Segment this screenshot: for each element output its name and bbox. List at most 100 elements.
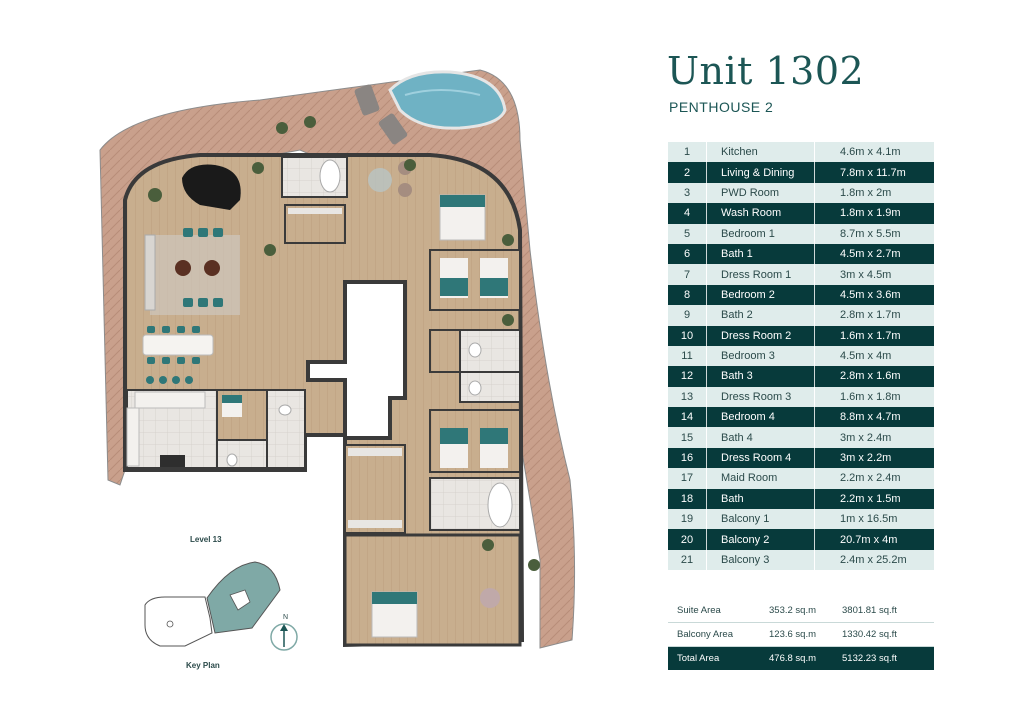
room-name: Dress Room 1: [721, 268, 792, 281]
room-number: 11: [681, 350, 693, 363]
column-divider: [814, 447, 815, 469]
room-dimensions: 3m x 4.5m: [840, 268, 892, 281]
column-divider: [706, 529, 707, 550]
column-divider: [814, 264, 815, 285]
column-divider: [814, 488, 815, 510]
living-area: [144, 228, 240, 315]
room-dimensions: 2.2m x 1.5m: [840, 492, 901, 505]
room-number: 16: [680, 452, 694, 465]
column-divider: [814, 509, 815, 530]
room-dimensions: 1.6m x 1.8m: [840, 390, 901, 403]
room-name: Bedroom 2: [721, 288, 775, 301]
room-dimensions: 4.5m x 3.6m: [840, 288, 901, 301]
column-divider: [706, 182, 707, 204]
level-label: Level 13: [190, 535, 222, 544]
column-divider: [706, 366, 707, 387]
column-divider: [706, 427, 707, 448]
bedroom-3: [429, 409, 521, 473]
column-divider: [706, 243, 707, 265]
room-number: 10: [680, 329, 694, 342]
column-divider: [814, 345, 815, 367]
pool: [388, 70, 507, 130]
room-name: Maid Room: [721, 472, 778, 485]
table-row: 12 Bath 3 2.8m x 1.6m: [668, 366, 934, 387]
bath-3: [459, 371, 521, 403]
column-divider: [706, 305, 707, 326]
room-name: PWD Room: [721, 186, 780, 199]
room-name: Bedroom 3: [721, 350, 775, 363]
table-row: 8 Bedroom 2 4.5m x 3.6m: [668, 284, 934, 306]
room-name: Bedroom 4: [721, 411, 775, 424]
kitchen: [126, 389, 218, 469]
bedroom-4: [343, 533, 522, 647]
room-name: Bath 2: [721, 309, 753, 322]
column-divider: [706, 162, 707, 183]
room-dimensions: 4.5m x 4m: [840, 350, 892, 363]
dress-room-4: [284, 204, 346, 244]
key-plan-label: Key Plan: [186, 661, 220, 670]
room-dimensions: 8.7m x 5.5m: [840, 227, 901, 240]
room-number: 12: [680, 370, 694, 383]
bath-1: [429, 477, 521, 531]
room-number: 7: [683, 268, 691, 281]
room-number: 18: [680, 492, 694, 505]
room-name: Balcony 2: [721, 533, 770, 546]
room-name: Bath 4: [721, 431, 753, 444]
room-dimensions: 1m x 16.5m: [840, 513, 898, 526]
north-label: N: [283, 614, 289, 621]
column-divider: [814, 407, 815, 428]
column-divider: [814, 549, 815, 571]
room-number: 5: [683, 227, 691, 240]
room-number: 8: [683, 288, 691, 301]
area-sqm: 123.6 sq.m: [769, 629, 816, 640]
room-name: Bath: [721, 492, 744, 505]
column-divider: [706, 407, 707, 428]
unit-subtitle: PENTHOUSE 2: [669, 99, 774, 115]
dress-room-2: [429, 329, 461, 373]
dress-room-1: [344, 444, 406, 534]
area-sqft: 5132.23 sq.ft: [842, 653, 897, 664]
room-number: 19: [680, 513, 694, 526]
room-dimensions: 2.8m x 1.7m: [840, 309, 901, 322]
room-name: Balcony 1: [721, 513, 770, 526]
room-name: Kitchen: [721, 146, 758, 159]
room-name: Wash Room: [721, 207, 782, 220]
grand-piano: [182, 164, 241, 210]
area-sqft: 3801.81 sq.ft: [842, 605, 897, 616]
room-number: 9: [683, 309, 691, 322]
room-name: Living & Dining: [721, 166, 795, 179]
column-divider: [814, 427, 815, 448]
room-dimensions: 2.8m x 1.6m: [840, 370, 901, 383]
table-row: 18 Bath 2.2m x 1.5m: [668, 488, 934, 510]
column-divider: [706, 142, 707, 163]
column-divider: [814, 162, 815, 183]
room-name: Bath 3: [721, 370, 753, 383]
column-divider: [814, 529, 815, 550]
room-dimensions: 3m x 2.4m: [840, 431, 892, 444]
table-row: 7 Dress Room 1 3m x 4.5m: [668, 264, 934, 285]
column-divider: [706, 549, 707, 571]
room-dimensions: 2.4m x 25.2m: [840, 554, 907, 566]
unit-title: Unit 1302: [667, 49, 865, 93]
column-divider: [706, 386, 707, 408]
bedroom-1: [439, 194, 486, 241]
table-row: 19 Balcony 1 1m x 16.5m: [668, 509, 934, 530]
room-dimensions: 3m x 2.2m: [840, 452, 892, 465]
room-number: 21: [680, 554, 694, 566]
sunbed: [354, 84, 408, 145]
room-number: 15: [680, 431, 694, 444]
column-divider: [814, 325, 815, 346]
